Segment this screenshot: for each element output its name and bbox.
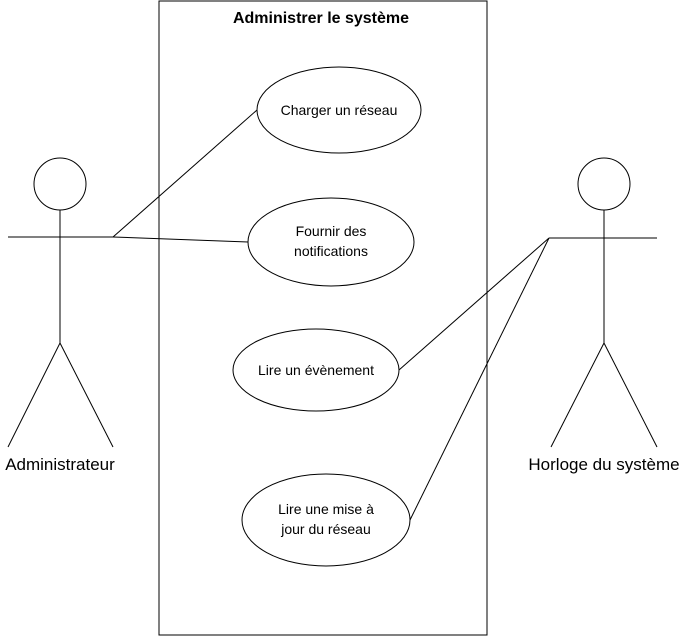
use-case-charger: Charger un réseau bbox=[256, 66, 422, 154]
actor-administrateur-left-leg bbox=[7, 342, 61, 448]
use-case-lire-evenement-label: Lire un évènement bbox=[258, 362, 374, 378]
association-clock-lire-maj bbox=[409, 237, 550, 521]
system-boundary-box bbox=[158, 0, 488, 636]
actor-administrateur-head bbox=[33, 157, 87, 211]
association-admin-charger bbox=[112, 109, 258, 238]
use-case-lire-maj-label-line1: Lire une mise à bbox=[278, 501, 374, 517]
use-case-lire-maj: Lire une mise à jour du réseau bbox=[241, 473, 411, 567]
association-clock-lire-evenement bbox=[398, 237, 550, 371]
use-case-lire-maj-label-line2: jour du réseau bbox=[280, 521, 371, 537]
actor-administrateur-right-leg bbox=[59, 342, 114, 448]
use-case-lire-maj-ellipse bbox=[241, 473, 411, 567]
actor-administrateur-label: Administrateur bbox=[5, 455, 115, 474]
use-case-lire-evenement-ellipse bbox=[232, 328, 400, 412]
actor-horloge-head bbox=[577, 157, 631, 211]
use-case-fournir-label-line2: notifications bbox=[294, 243, 368, 259]
association-admin-fournir bbox=[112, 236, 249, 243]
actor-horloge-right-leg bbox=[603, 342, 658, 448]
system-boundary: Administrer le système bbox=[158, 0, 488, 636]
use-case-fournir: Fournir des notifications bbox=[247, 197, 415, 287]
use-case-fournir-ellipse bbox=[247, 197, 415, 287]
use-case-fournir-label-line1: Fournir des bbox=[296, 223, 367, 239]
use-case-charger-label: Charger un réseau bbox=[281, 102, 398, 118]
associations bbox=[112, 109, 550, 521]
actor-administrateur: Administrateur bbox=[5, 157, 115, 474]
actor-horloge: Horloge du système bbox=[528, 157, 680, 474]
use-case-charger-ellipse bbox=[256, 66, 422, 154]
system-title: Administrer le système bbox=[233, 10, 409, 27]
actor-horloge-label: Horloge du système bbox=[528, 455, 679, 474]
actor-horloge-left-leg bbox=[550, 342, 605, 448]
use-case-lire-evenement: Lire un évènement bbox=[232, 328, 400, 412]
